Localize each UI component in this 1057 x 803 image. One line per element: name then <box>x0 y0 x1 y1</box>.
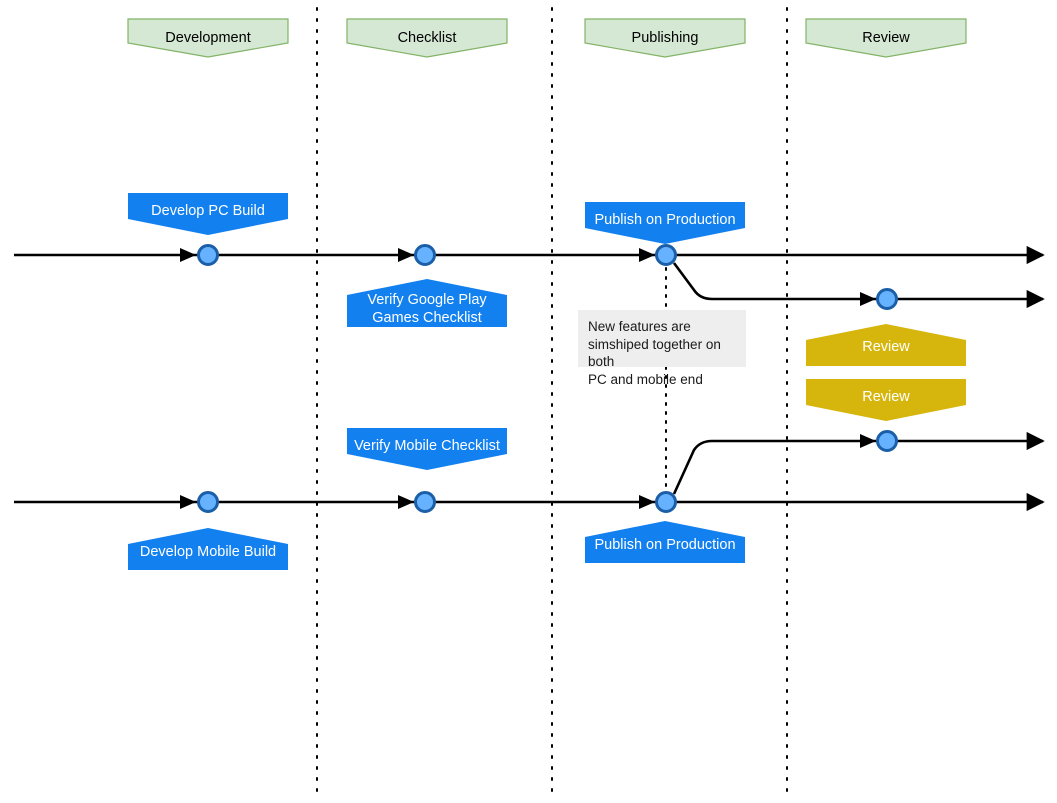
pc-arrowhead-2 <box>398 248 414 262</box>
lane-header-development[interactable]: Development <box>127 18 289 58</box>
pc-branch-connector <box>672 262 1045 309</box>
task-develop-mobile-build[interactable]: Develop Mobile Build <box>128 528 288 570</box>
milestone-pc-publish[interactable] <box>655 244 677 266</box>
lane-header-checklist[interactable]: Checklist <box>346 18 508 58</box>
lane-header-review[interactable]: Review <box>805 18 967 58</box>
annotation-note: New features are simshiped together on b… <box>578 310 746 387</box>
task-verify-mobile-checklist[interactable]: Verify Mobile Checklist <box>347 428 507 470</box>
task-publish-on-production-pc[interactable]: Publish on Production <box>585 202 745 244</box>
pc-review-arrowhead <box>860 292 876 306</box>
milestone-mobile-publish[interactable] <box>655 491 677 513</box>
mobile-review-arrowhead <box>860 434 876 448</box>
lane-header-publishing[interactable]: Publishing <box>584 18 746 58</box>
mobile-arrowhead-1 <box>180 495 196 509</box>
milestone-mobile-dev[interactable] <box>197 491 219 513</box>
mobile-branch-connector <box>672 431 1045 495</box>
milestone-pc-review[interactable] <box>876 288 898 310</box>
task-develop-pc-build[interactable]: Develop PC Build <box>128 193 288 235</box>
task-review-mobile[interactable]: Review <box>806 379 966 421</box>
milestone-pc-checklist[interactable] <box>414 244 436 266</box>
milestone-mobile-check[interactable] <box>414 491 436 513</box>
milestone-pc-dev[interactable] <box>197 244 219 266</box>
task-review-pc[interactable]: Review <box>806 324 966 366</box>
pc-arrowhead-3 <box>639 248 655 262</box>
mobile-arrowhead-3 <box>639 495 655 509</box>
pc-arrowhead-1 <box>180 248 196 262</box>
task-verify-google-play-games-checklist[interactable]: Verify Google Play Games Checklist <box>347 279 507 327</box>
milestone-mobile-review[interactable] <box>876 430 898 452</box>
lane-divider-group <box>316 7 788 796</box>
mobile-arrowhead-2 <box>398 495 414 509</box>
task-publish-on-production-mobile[interactable]: Publish on Production <box>585 521 745 563</box>
